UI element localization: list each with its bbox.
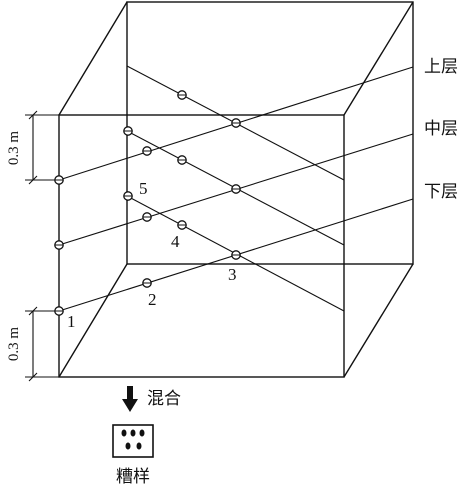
sampling-points bbox=[54, 90, 241, 316]
edge-top-right bbox=[343, 1, 414, 116]
back-face bbox=[126, 1, 414, 265]
sample-point bbox=[177, 220, 187, 230]
sample-point bbox=[231, 184, 241, 194]
layer-label-upper: 上层 bbox=[424, 57, 458, 77]
box-frame bbox=[58, 1, 414, 378]
point-labels: 1 2 3 4 5 bbox=[67, 179, 237, 331]
edge-top-left bbox=[58, 1, 128, 116]
sample-point bbox=[142, 212, 152, 222]
sample-point bbox=[54, 240, 64, 250]
dimension-bottom: 0.3 m bbox=[6, 306, 59, 382]
edge-bottom-right bbox=[343, 263, 414, 378]
sample-point bbox=[231, 250, 241, 260]
sample-point bbox=[177, 90, 187, 100]
point-label-5: 5 bbox=[139, 179, 148, 198]
sample-container-icon bbox=[112, 424, 154, 458]
layer-label-middle: 中层 bbox=[424, 119, 458, 139]
layer-labels: 上层 中层 下层 bbox=[424, 57, 458, 202]
sample-point bbox=[142, 278, 152, 288]
point-label-1: 1 bbox=[67, 312, 76, 331]
sample-label: 糟样 bbox=[116, 467, 150, 487]
sample-point bbox=[177, 155, 187, 165]
dimension-label-top: 0.3 m bbox=[6, 131, 22, 166]
front-face bbox=[58, 114, 345, 378]
point-label-4: 4 bbox=[171, 232, 180, 251]
point-label-2: 2 bbox=[148, 290, 157, 309]
point-label-3: 3 bbox=[228, 265, 237, 284]
dimension-label-bottom: 0.3 m bbox=[6, 327, 22, 362]
sample-point bbox=[142, 146, 152, 156]
edge-bottom-left bbox=[58, 263, 128, 378]
sample-point bbox=[123, 191, 133, 201]
sample-point bbox=[123, 126, 133, 136]
sample-point bbox=[231, 118, 241, 128]
mix-label: 混合 bbox=[147, 389, 181, 409]
down-arrow-icon bbox=[122, 386, 138, 412]
dimension-top: 0.3 m bbox=[6, 110, 59, 185]
layer-label-lower: 下层 bbox=[424, 182, 458, 202]
